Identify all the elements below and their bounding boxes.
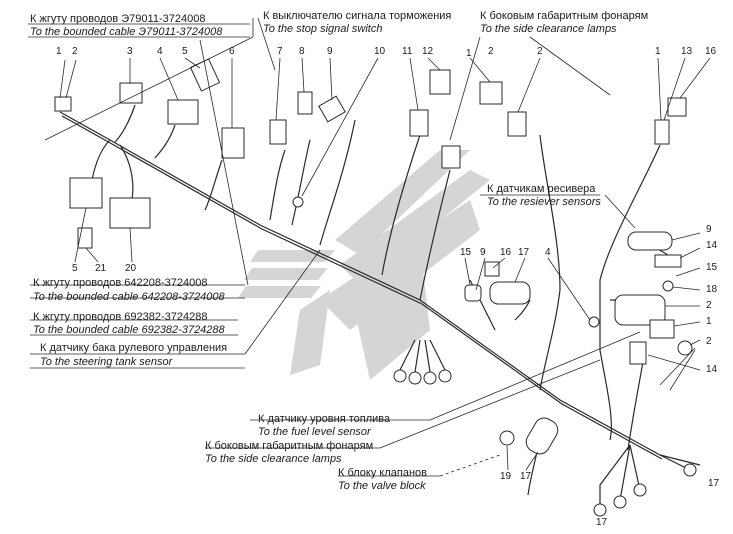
connector-2-low xyxy=(629,341,647,365)
sensor-18 xyxy=(614,294,666,326)
connector-6 xyxy=(221,127,245,159)
label-bundle-642208-en: To the bounded cable 642208-3724008 xyxy=(33,291,225,303)
label-bundle-e79011-en: To the bounded cable Э79011-3724008 xyxy=(30,26,223,38)
sensor-21 xyxy=(109,197,151,229)
callout-number: 16 xyxy=(705,46,717,57)
connector-3 xyxy=(119,82,143,104)
connector-11 xyxy=(409,109,429,137)
label-stop-switch-ru: К выключателю сигнала торможения xyxy=(263,10,452,22)
callout-number: 2 xyxy=(537,46,543,57)
leader-lines xyxy=(28,17,711,477)
callout-number: 1 xyxy=(706,316,712,327)
label-side-lamps-bottom-en: To the side clearance lamps xyxy=(205,453,342,465)
label-bundle-642208-ru: К жгуту проводов 642208-3724008 xyxy=(33,277,208,289)
callout-number: 2 xyxy=(706,300,712,311)
label-bundle-692382-en: To the bounded cable 692382-3724288 xyxy=(33,324,225,336)
label-bundle-e79011-ru: К жгуту проводов Э79011-3724008 xyxy=(30,13,206,25)
callout-number: 7 xyxy=(277,46,283,57)
callout-number: 6 xyxy=(229,46,235,57)
connector-7 xyxy=(269,119,287,145)
connector-4-top xyxy=(167,99,199,125)
callout-number: 18 xyxy=(706,284,718,295)
callout-number: 9 xyxy=(706,224,712,235)
ring-1-right xyxy=(677,340,693,356)
sensor-9-right xyxy=(654,254,682,268)
callout-number: 17 xyxy=(708,478,720,489)
label-side-lamps-top-en: To the side clearance lamps xyxy=(480,23,617,35)
callout-number: 1 xyxy=(466,48,472,59)
callout-number: 21 xyxy=(95,263,107,274)
label-fuel-level-en: To the fuel level sensor xyxy=(258,426,371,438)
label-valve-block-en: To the valve block xyxy=(338,480,426,492)
connector-8 xyxy=(297,91,313,115)
ring-15-right xyxy=(662,280,674,292)
label-valve-block-ru: К блоку клапанов xyxy=(338,467,428,479)
callout-number: 9 xyxy=(327,46,333,57)
callout-number: 2 xyxy=(706,336,712,347)
label-stop-switch-en: To the stop signal switch xyxy=(263,23,383,35)
connector-9 xyxy=(318,95,346,123)
callout-number: 2 xyxy=(488,46,494,57)
label-side-lamps-top-ru: К боковым габаритным фонарям xyxy=(480,10,649,22)
label-bundle-692382-ru: К жгуту проводов 692382-3724288 xyxy=(33,311,208,323)
callout-number: 10 xyxy=(374,46,386,57)
sensor-19 xyxy=(525,417,559,455)
callout-number: 12 xyxy=(422,46,434,57)
label-steering-tank-ru: К датчику бака рулевого управления xyxy=(40,342,228,354)
label-receiver-sensors-en: To the resiever sensors xyxy=(487,196,601,208)
callout-number: 5 xyxy=(72,263,78,274)
sensor-16-right xyxy=(627,231,673,251)
callout-number: 15 xyxy=(460,247,472,258)
callout-number: 5 xyxy=(182,46,188,57)
callout-number: 1 xyxy=(56,46,62,57)
callout-number: 4 xyxy=(545,247,551,258)
watermark-logo xyxy=(238,150,490,380)
ring-20 xyxy=(499,430,515,446)
callout-number: 15 xyxy=(706,262,718,273)
sensor-9-mid xyxy=(484,261,500,277)
callout-number: 13 xyxy=(681,46,693,57)
label-side-lamps-bottom-ru: К боковым габаритным фонарям xyxy=(205,440,374,452)
connector-1-upper xyxy=(479,81,503,105)
sensor-4-bottom xyxy=(69,177,103,209)
callout-number: 17 xyxy=(596,517,608,528)
connector-right-2 xyxy=(654,119,670,145)
connector-1 xyxy=(54,96,72,112)
connector-2-upper xyxy=(507,111,527,137)
connector-5-bottom xyxy=(77,227,93,249)
callout-number: 17 xyxy=(520,471,532,482)
connector-2-mid xyxy=(649,319,675,339)
label-receiver-sensors-ru: К датчикам ресивера xyxy=(487,183,596,195)
callout-number: 11 xyxy=(402,46,413,57)
label-fuel-level-ru: К датчику уровня топлива xyxy=(258,413,391,425)
ring-10 xyxy=(292,196,304,208)
main-harness xyxy=(59,104,701,510)
components xyxy=(54,58,697,517)
sensor-16-mid xyxy=(489,281,531,305)
callout-number: 17 xyxy=(518,247,530,258)
callout-number: 8 xyxy=(299,46,305,57)
callout-number: 4 xyxy=(157,46,163,57)
callout-number: 20 xyxy=(125,263,137,274)
callout-number: 14 xyxy=(706,364,718,375)
callout-number: 19 xyxy=(500,471,512,482)
sensor-15-mid xyxy=(464,284,482,302)
label-steering-tank-en: To the steering tank sensor xyxy=(40,356,173,368)
callout-number: 3 xyxy=(127,46,133,57)
callout-number: 1 xyxy=(655,46,661,57)
callout-number: 14 xyxy=(706,240,718,251)
callout-number: 2 xyxy=(72,46,78,57)
ring-17 xyxy=(588,316,600,328)
connector-12 xyxy=(429,69,451,95)
connector-side-left xyxy=(441,145,461,169)
callout-number: 16 xyxy=(500,247,512,258)
callout-number: 9 xyxy=(480,247,486,258)
